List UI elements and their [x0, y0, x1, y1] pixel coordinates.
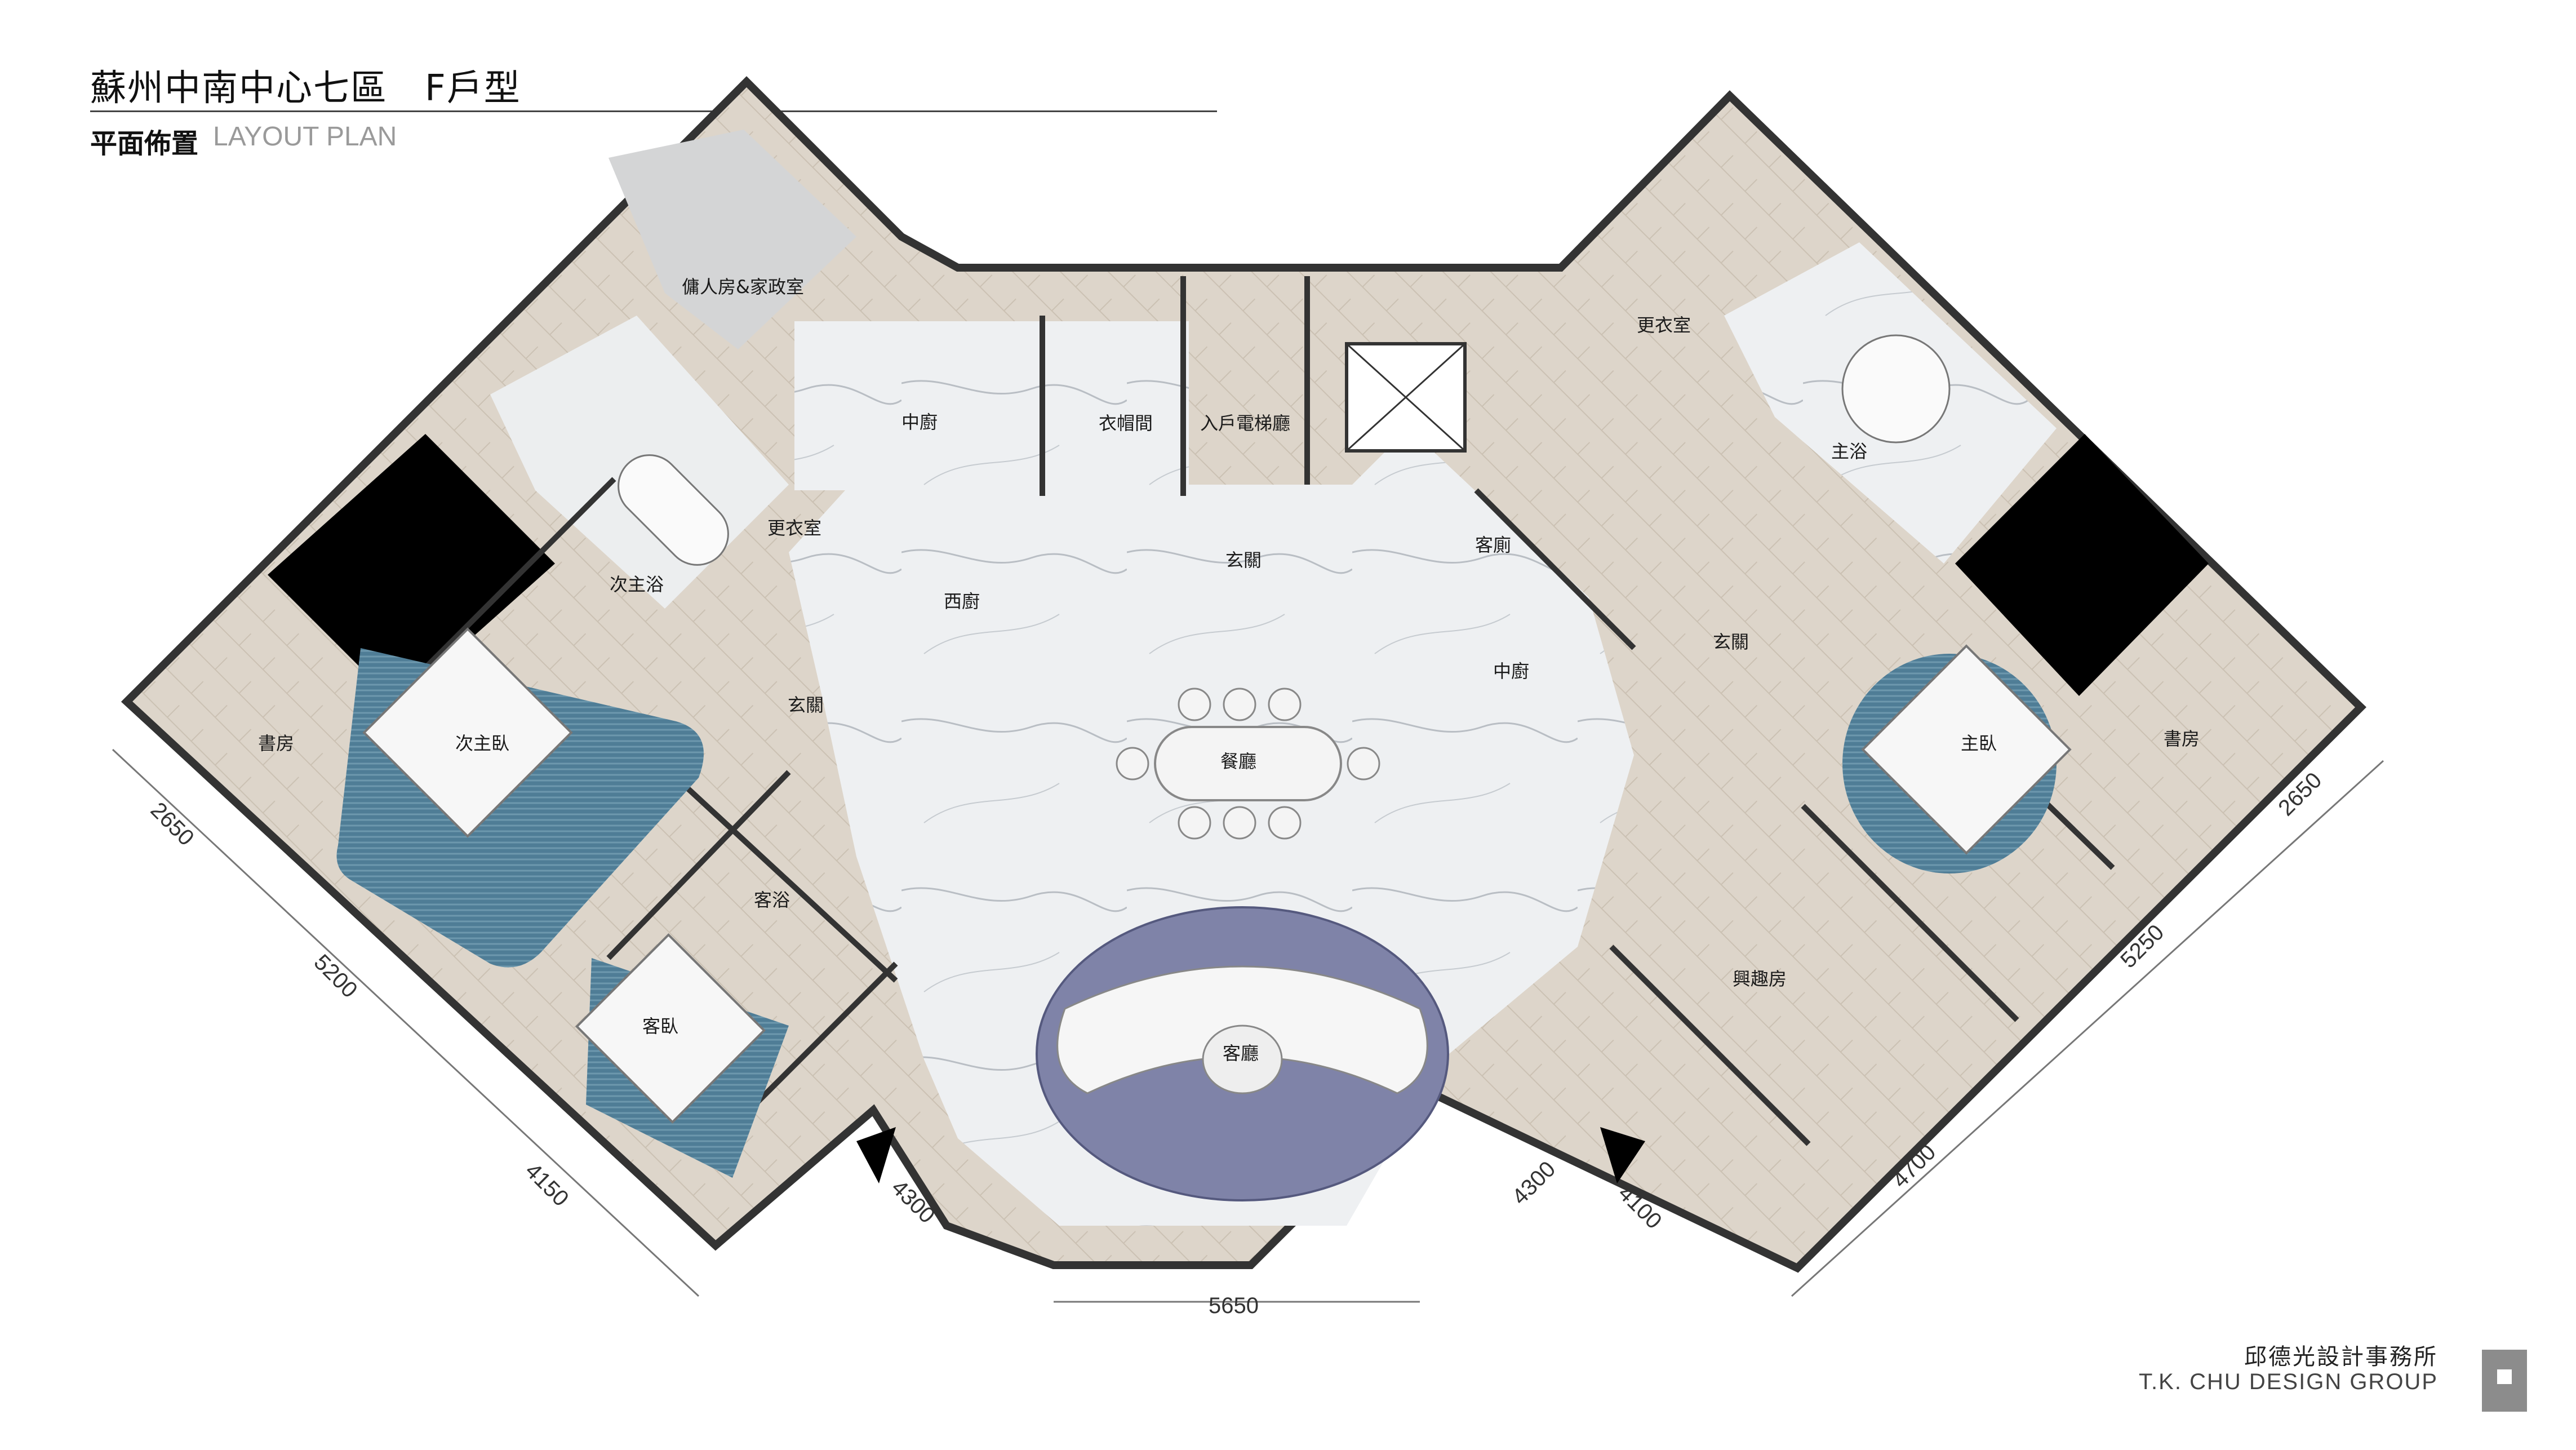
second-master-bed [362, 627, 573, 838]
dimension-lines [112, 748, 2384, 1303]
label-cloakroom: 衣帽間 [1099, 413, 1153, 434]
label-foyer-right: 玄關 [1713, 631, 1749, 653]
company-name-cn: 邱德光設計事務所 [2244, 1344, 2438, 1370]
label-foyer-center: 玄關 [1225, 549, 1262, 571]
entry-arrow-right [1600, 1127, 1645, 1183]
master-bed [1861, 644, 2072, 855]
label-master-bath: 主浴 [1831, 441, 1867, 462]
room-labels: 傭人房&家政室 中廚 衣帽間 入戶電梯廳 更衣室 次主浴 西廚 玄關 書房 次主… [258, 276, 2200, 1064]
title-divider [90, 110, 1217, 112]
coffee-table [1202, 1025, 1283, 1094]
label-foyer-left: 玄關 [788, 694, 824, 716]
label-elevator-hall: 入戶電梯廳 [1200, 413, 1290, 434]
label-servant: 傭人房&家政室 [682, 276, 804, 298]
master-bathtub [1841, 334, 1951, 444]
upper-marble [794, 321, 1189, 490]
entry-arrow-left [856, 1127, 896, 1183]
dining-table [1154, 726, 1342, 801]
label-walkin-left: 更衣室 [767, 517, 821, 539]
label-second-master-bath: 次主浴 [610, 574, 664, 595]
label-study-left: 書房 [258, 733, 294, 754]
company-name-en: T.K. CHU DESIGN GROUP [2139, 1369, 2438, 1394]
label-dining: 餐廳 [1220, 751, 1256, 772]
label-guest-bath: 客浴 [754, 889, 790, 911]
second-bathtub [618, 454, 729, 566]
subtitle-en: LAYOUT PLAN [213, 122, 397, 152]
label-western-kitchen: 西廚 [944, 591, 980, 612]
label-chinese-kitchen-right: 中廚 [1493, 660, 1529, 682]
dim-bottom: 5650 [1209, 1293, 1259, 1318]
label-guest-bed: 客臥 [642, 1016, 678, 1037]
guest-bed [575, 933, 766, 1124]
label-guest-toilet: 客廁 [1475, 534, 1511, 556]
void-right [1955, 434, 2209, 696]
label-chinese-kitchen-left: 中廚 [901, 411, 938, 433]
label-living: 客廳 [1223, 1043, 1259, 1064]
label-study-right: 書房 [2164, 728, 2200, 750]
company-logo [2482, 1350, 2527, 1412]
dim-bottom-right: 4300 [1507, 1156, 1560, 1209]
dining-chairs [1116, 688, 1380, 840]
servant-floor [609, 130, 856, 349]
label-second-master-bed: 次主臥 [455, 733, 509, 754]
label-walkin-right: 更衣室 [1637, 314, 1691, 336]
subtitle-cn: 平面佈置 [90, 128, 199, 159]
void-left [268, 434, 555, 704]
label-master-bed: 主臥 [1961, 733, 1997, 754]
page-title: 蘇州中南中心七區 F戶型 [90, 68, 521, 109]
label-hobby-room: 興趣房 [1733, 968, 1787, 990]
dim-left-lower: 4150 [521, 1158, 574, 1211]
